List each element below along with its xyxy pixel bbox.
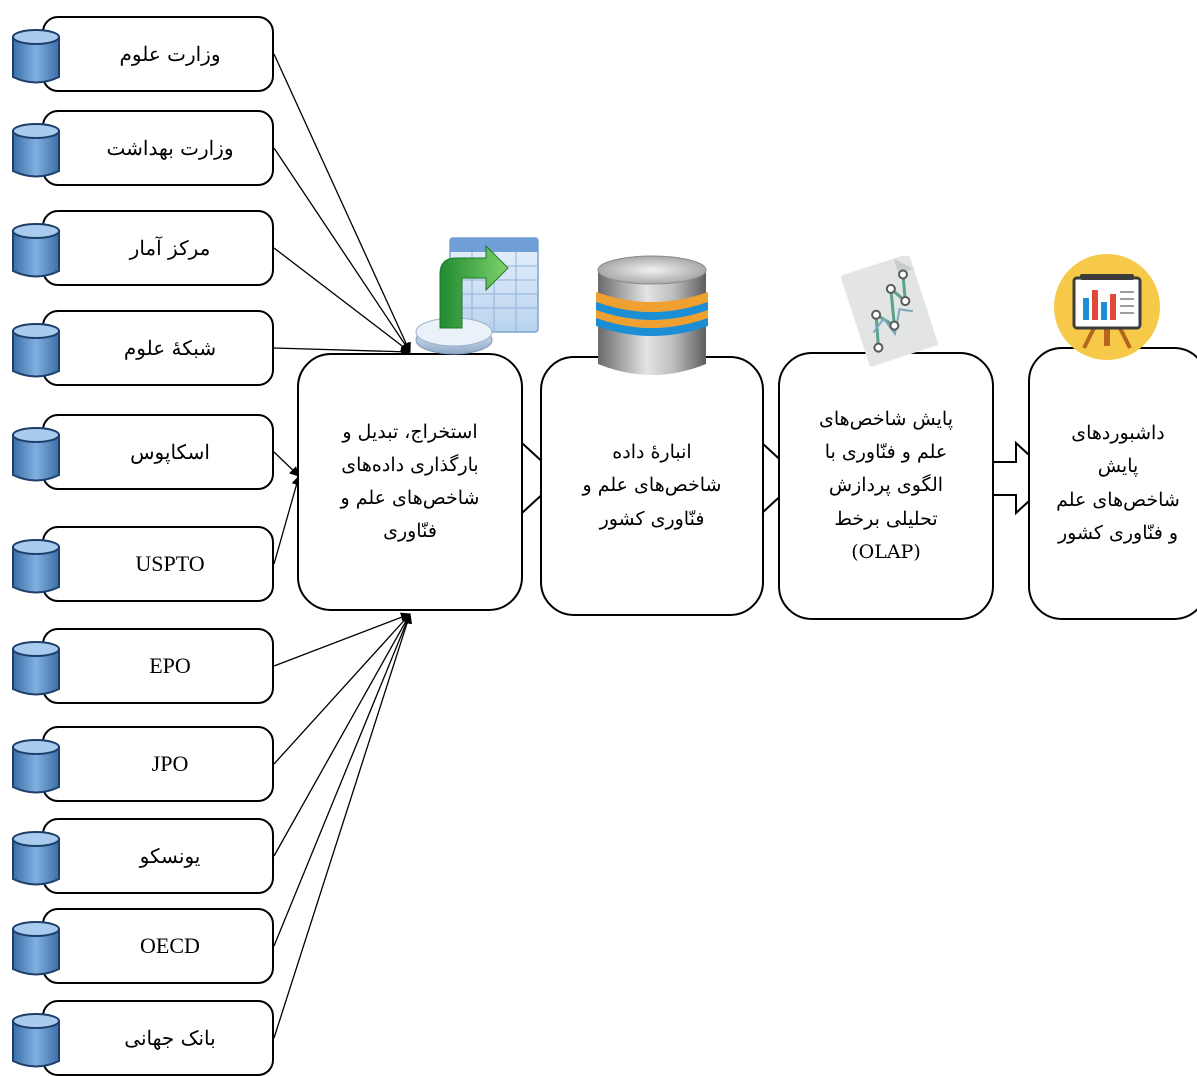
source-connector bbox=[273, 612, 411, 667]
source-box: یونسکو bbox=[12, 818, 274, 894]
warehouse-stage-label: انبارهٔ داده شاخص‌های علم و فنّاوری کشور bbox=[582, 441, 722, 530]
source-connector bbox=[273, 346, 411, 357]
source-connector bbox=[273, 613, 411, 857]
source-label: وزارت علوم bbox=[119, 42, 221, 66]
source-label: یونسکو bbox=[139, 844, 201, 868]
database-cylinder-icon bbox=[12, 539, 60, 594]
database-cylinder-icon bbox=[12, 739, 60, 794]
source-connector bbox=[273, 613, 412, 947]
source-box: بانک جهانی bbox=[12, 1000, 274, 1076]
source-box: شبکهٔ علوم bbox=[12, 310, 274, 386]
source-connector bbox=[273, 613, 413, 1039]
database-cylinder-icon bbox=[12, 223, 60, 278]
database-cylinder-icon bbox=[12, 323, 60, 378]
source-box: EPO bbox=[12, 628, 274, 704]
source-label: USPTO bbox=[135, 551, 205, 576]
source-box: وزارت علوم bbox=[12, 16, 274, 92]
source-label: اسکاپوس bbox=[130, 440, 210, 464]
database-stack-icon bbox=[596, 255, 708, 375]
source-box: مرکز آمار bbox=[12, 210, 274, 286]
warehouse-stage: انبارهٔ داده شاخص‌های علم و فنّاوری کشور bbox=[540, 356, 764, 616]
database-cylinder-icon bbox=[12, 921, 60, 976]
database-cylinder-icon bbox=[12, 123, 60, 178]
source-box: وزارت بهداشت bbox=[12, 110, 274, 186]
presentation-board-icon bbox=[1054, 254, 1160, 360]
dashboard-stage-label: داشبوردهای پایش شاخص‌های علم و فنّاوری ک… bbox=[1056, 422, 1180, 544]
source-box: JPO bbox=[12, 726, 274, 802]
source-label: مرکز آمار bbox=[129, 236, 211, 260]
source-connector bbox=[273, 53, 411, 353]
source-label: شبکهٔ علوم bbox=[123, 336, 217, 360]
table-import-icon bbox=[415, 237, 539, 355]
source-box: USPTO bbox=[12, 526, 274, 602]
source-label: OECD bbox=[140, 933, 200, 958]
database-cylinder-icon bbox=[12, 1013, 60, 1068]
source-label: وزارت بهداشت bbox=[106, 136, 234, 160]
source-connector bbox=[273, 147, 411, 353]
source-box: اسکاپوس bbox=[12, 414, 274, 490]
olap-stage-label: پایش شاخص‌های علم و فنّاوری با الگوی پرد… bbox=[818, 407, 954, 563]
source-label: JPO bbox=[151, 751, 189, 776]
database-cylinder-icon bbox=[12, 831, 60, 886]
source-connector bbox=[273, 613, 411, 765]
etl-stage-label: استخراج، تبدیل و بارگذاری داده‌های شاخص‌… bbox=[340, 420, 480, 543]
line-chart-document-icon bbox=[840, 256, 938, 367]
database-cylinder-icon bbox=[12, 29, 60, 84]
dashboard-stage: داشبوردهای پایش شاخص‌های علم و فنّاوری ک… bbox=[1028, 347, 1197, 620]
etl-stage: استخراج، تبدیل و بارگذاری داده‌های شاخص‌… bbox=[297, 353, 523, 611]
olap-stage: پایش شاخص‌های علم و فنّاوری با الگوی پرد… bbox=[778, 352, 994, 620]
source-connector bbox=[273, 451, 300, 477]
source-label: بانک جهانی bbox=[124, 1026, 216, 1050]
database-cylinder-icon bbox=[12, 641, 60, 696]
source-connector bbox=[273, 475, 302, 565]
source-connector bbox=[273, 247, 411, 353]
database-cylinder-icon bbox=[12, 427, 60, 482]
source-box: OECD bbox=[12, 908, 274, 984]
source-label: EPO bbox=[149, 653, 191, 678]
